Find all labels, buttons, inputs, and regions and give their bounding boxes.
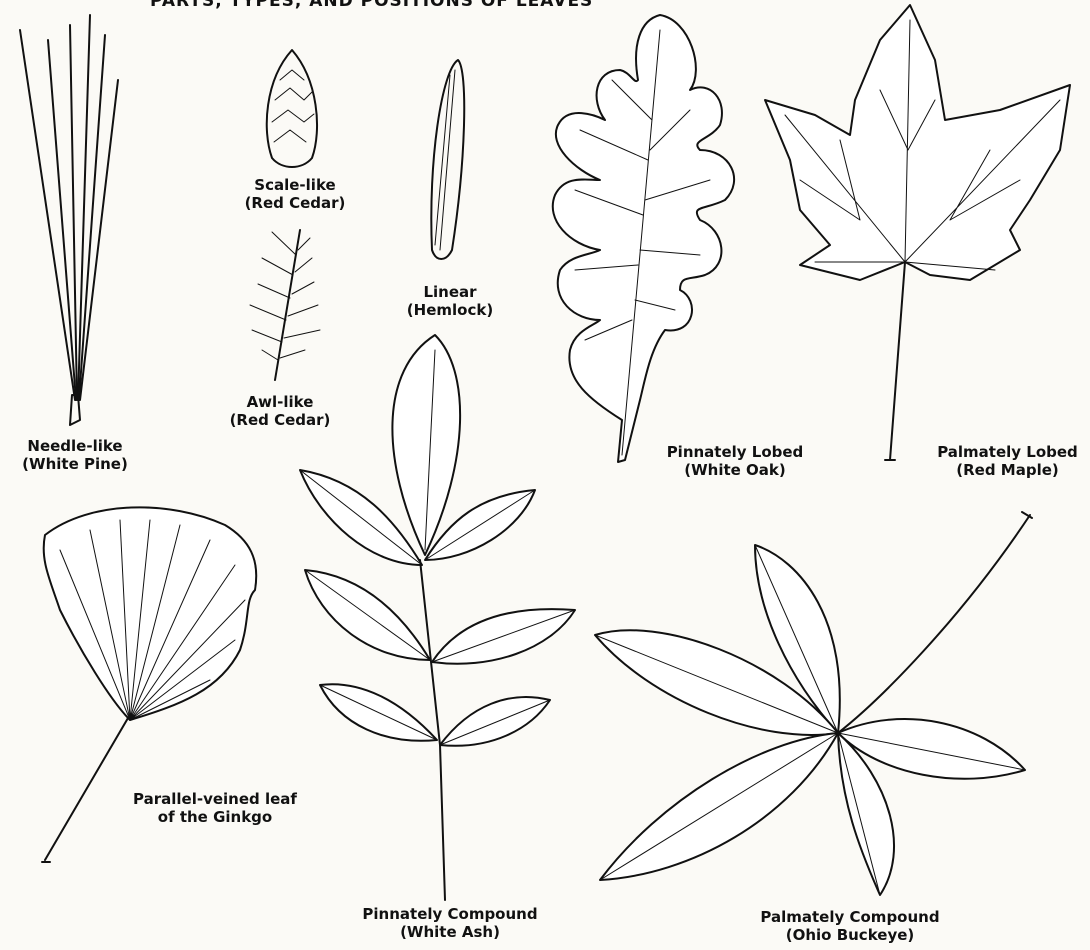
pinnately-lobed-species: (White Oak) bbox=[645, 461, 825, 479]
linear-leaf-drawing bbox=[431, 60, 464, 259]
pinnately-compound-species: (White Ash) bbox=[340, 923, 560, 941]
palmately-compound-name: Palmately Compound bbox=[740, 908, 960, 926]
pinnately-compound-name: Pinnately Compound bbox=[340, 905, 560, 923]
awl-species: (Red Cedar) bbox=[205, 411, 355, 429]
pinnately-lobed-label: Pinnately Lobed (White Oak) bbox=[645, 443, 825, 479]
oak-leaf-drawing bbox=[553, 15, 734, 462]
awl-name: Awl-like bbox=[205, 393, 355, 411]
palmately-compound-species: (Ohio Buckeye) bbox=[740, 926, 960, 944]
needle-leaf-drawing bbox=[20, 15, 118, 425]
pinnately-lobed-name: Pinnately Lobed bbox=[645, 443, 825, 461]
linear-species: (Hemlock) bbox=[380, 301, 520, 319]
scale-species: (Red Cedar) bbox=[220, 194, 370, 212]
awl-leaf-drawing bbox=[250, 230, 320, 380]
scale-leaf-drawing bbox=[267, 50, 317, 167]
maple-leaf-drawing bbox=[765, 5, 1070, 460]
linear-name: Linear bbox=[380, 283, 520, 301]
palmately-lobed-species: (Red Maple) bbox=[925, 461, 1090, 479]
linear-label: Linear (Hemlock) bbox=[380, 283, 520, 319]
buckeye-leaf-drawing bbox=[595, 512, 1032, 895]
needle-label: Needle-like (White Pine) bbox=[0, 437, 150, 473]
scale-name: Scale-like bbox=[220, 176, 370, 194]
palmately-lobed-label: Palmately Lobed (Red Maple) bbox=[925, 443, 1090, 479]
needle-name: Needle-like bbox=[0, 437, 150, 455]
pinnately-compound-label: Pinnately Compound (White Ash) bbox=[340, 905, 560, 941]
ginkgo-name: Parallel-veined leaf bbox=[115, 790, 315, 808]
palmately-lobed-name: Palmately Lobed bbox=[925, 443, 1090, 461]
awl-label: Awl-like (Red Cedar) bbox=[205, 393, 355, 429]
scale-label: Scale-like (Red Cedar) bbox=[220, 176, 370, 212]
needle-species: (White Pine) bbox=[0, 455, 150, 473]
ginkgo-label: Parallel-veined leaf of the Ginkgo bbox=[115, 790, 315, 826]
ginkgo-species: of the Ginkgo bbox=[115, 808, 315, 826]
palmately-compound-label: Palmately Compound (Ohio Buckeye) bbox=[740, 908, 960, 944]
